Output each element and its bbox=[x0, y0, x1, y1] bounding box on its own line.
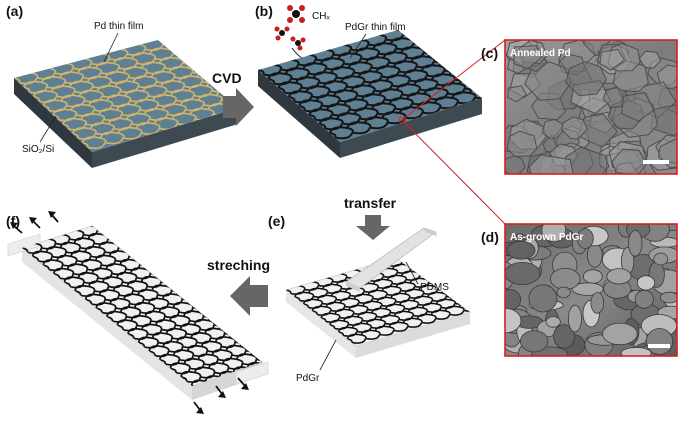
panel-f-tag: (f) bbox=[6, 213, 20, 229]
scale-bar-d bbox=[648, 344, 670, 348]
panel-b-tag: (b) bbox=[255, 3, 273, 19]
transfer-label: transfer bbox=[344, 195, 397, 211]
pdms-leader bbox=[405, 261, 419, 285]
callout-line-d bbox=[401, 119, 506, 225]
pdms-label: PDMS bbox=[420, 282, 449, 293]
gas-label: CHₓ bbox=[312, 11, 330, 22]
pd-film-leader bbox=[103, 32, 119, 63]
panel-a: (a) Pd thin film SiO₂/Si bbox=[6, 3, 238, 168]
panel-c: (c) Annealed Pd bbox=[481, 39, 678, 175]
methane-molecule-icon-2 bbox=[274, 26, 290, 41]
pdms-peeling-sheet bbox=[345, 227, 437, 292]
sem-frame-d bbox=[504, 223, 678, 357]
methane-molecule-icon-3 bbox=[290, 36, 306, 51]
sem-image-as-grown-pdgr bbox=[505, 224, 677, 356]
stretching-arrow-icon bbox=[230, 276, 268, 316]
panel-f: (f) bbox=[6, 211, 269, 414]
panel-d-tag: (d) bbox=[481, 229, 499, 245]
methane-molecule-icon bbox=[287, 5, 305, 23]
pd-serpentine-pattern bbox=[14, 40, 238, 150]
transfer-arrow-icon bbox=[356, 215, 390, 240]
scale-bar-c bbox=[643, 160, 669, 164]
cvd-label: CVD bbox=[212, 70, 242, 86]
panel-b: (b) CHₓ bbox=[255, 3, 506, 225]
sem-caption-c: Annealed Pd bbox=[510, 48, 571, 59]
sem-image-annealed-pd bbox=[505, 40, 677, 174]
panel-e: (e) PDMS PdGr bbox=[268, 213, 471, 384]
cvd-arrow-icon bbox=[223, 88, 254, 126]
sem-caption-d: As-grown PdGr bbox=[510, 232, 583, 243]
pdgr-film-leader bbox=[349, 33, 367, 59]
substrate-label: SiO₂/Si bbox=[22, 144, 54, 155]
stretching-step: streching bbox=[207, 257, 270, 316]
stretch-arrow-icons bbox=[10, 211, 249, 414]
transfer-step: transfer bbox=[344, 195, 397, 240]
callout-point bbox=[398, 116, 406, 124]
panel-e-tag: (e) bbox=[268, 213, 285, 229]
panel-a-tag: (a) bbox=[6, 3, 23, 19]
substrate-leader bbox=[39, 115, 57, 143]
pdgr-film-label: PdGr thin film bbox=[345, 22, 406, 33]
panel-d: (d) As-grown PdGr bbox=[481, 223, 678, 357]
stretching-label: streching bbox=[207, 257, 270, 273]
pdgr-leader bbox=[319, 339, 337, 371]
pdgr-label: PdGr bbox=[296, 373, 320, 384]
pd-film-label: Pd thin film bbox=[94, 21, 143, 32]
cvd-step: CVD bbox=[212, 70, 254, 126]
sem-frame-c bbox=[504, 39, 678, 175]
panel-c-tag: (c) bbox=[481, 45, 498, 61]
callout-line-c bbox=[401, 39, 506, 121]
